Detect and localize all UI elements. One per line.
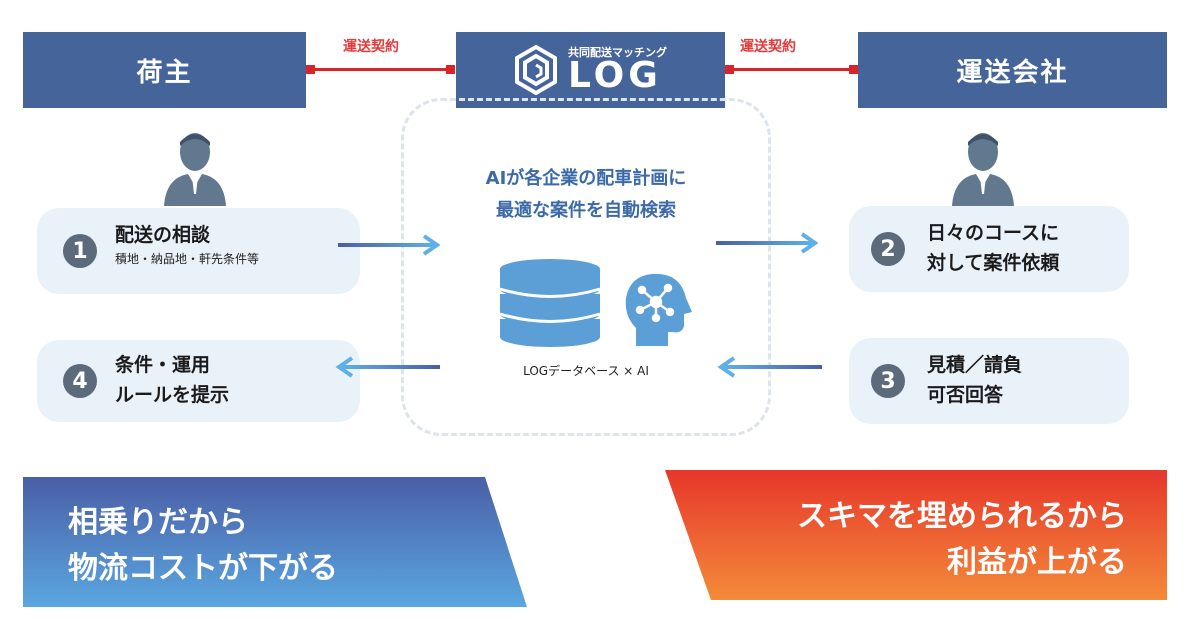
carrier-label: 運送会社 — [956, 57, 1069, 88]
log-logo-icon — [515, 45, 557, 95]
step-card-3: 3 見積／請負 可否回答 — [849, 338, 1129, 424]
contract-dot — [306, 65, 315, 74]
banner-left-text: 相乗りだから 物流コストが下がる — [68, 500, 338, 592]
logo-tagline: 共同配送マッチング — [568, 45, 667, 59]
step-4-line2: ルールを提示 — [115, 384, 230, 406]
step-2-line2: 対して案件依頼 — [927, 252, 1060, 274]
arrow-left-icon — [335, 356, 440, 378]
center-matching-box — [401, 98, 771, 436]
database-icon — [499, 259, 601, 347]
arrow-right-icon — [338, 234, 441, 256]
banner-left-line2: 物流コストが下がる — [68, 551, 338, 586]
step-4-line1: 条件・運用 — [115, 354, 211, 376]
step-card-2: 2 日々のコースに 対して案件依頼 — [849, 206, 1129, 292]
contract-label-right: 運送契約 — [740, 39, 796, 55]
step-card-4: 4 条件・運用 ルールを提示 — [37, 340, 360, 422]
center-line1: AIが各企業の配車計画に — [485, 168, 687, 189]
person-icon — [164, 133, 226, 206]
arrow-left-icon — [717, 356, 822, 378]
contract-label-left: 運送契約 — [343, 39, 399, 55]
contract-dot — [849, 65, 858, 74]
contract-dot — [446, 65, 455, 74]
banner-left-bg — [23, 477, 527, 607]
step-1-sub: 積地・納品地・軒先条件等 — [115, 252, 260, 266]
shipper-header: 荷主 — [23, 32, 306, 108]
carrier-header: 運送会社 — [858, 32, 1167, 108]
log-logo-header: 共同配送マッチング LOG — [456, 32, 725, 108]
step-number-2: 2 — [871, 232, 905, 266]
banner-right-line2: 利益が上がる — [947, 545, 1127, 580]
banner-left-line1: 相乗りだから — [68, 505, 248, 540]
db-caption: LOGデータベース × AI — [523, 364, 649, 378]
person-icon — [952, 133, 1014, 206]
step-3-line1: 見積／請負 — [927, 354, 1023, 376]
logo-text: LOG — [568, 54, 662, 96]
contract-line-left — [310, 68, 452, 71]
contract-line-right — [729, 68, 853, 71]
step-3-line2: 可否回答 — [927, 384, 1004, 406]
step-card-1: 1 配送の相談 積地・納品地・軒先条件等 — [37, 208, 360, 294]
step-number-1: 1 — [63, 234, 97, 268]
banner-right-bg — [665, 470, 1167, 600]
step-number-3: 3 — [871, 364, 905, 398]
arrow-right-icon — [716, 232, 819, 254]
center-line2: 最適な案件を自動検索 — [496, 200, 676, 221]
contract-dot — [725, 65, 734, 74]
step-2-line1: 日々のコースに — [927, 222, 1060, 244]
ai-head-icon — [625, 273, 692, 346]
step-1-title: 配送の相談 — [115, 224, 211, 246]
banner-right-text: スキマを埋められるから 利益が上がる — [797, 494, 1127, 586]
step-number-4: 4 — [63, 364, 97, 398]
banner-right-line1: スキマを埋められるから — [797, 499, 1127, 534]
shipper-label: 荷主 — [136, 57, 193, 88]
